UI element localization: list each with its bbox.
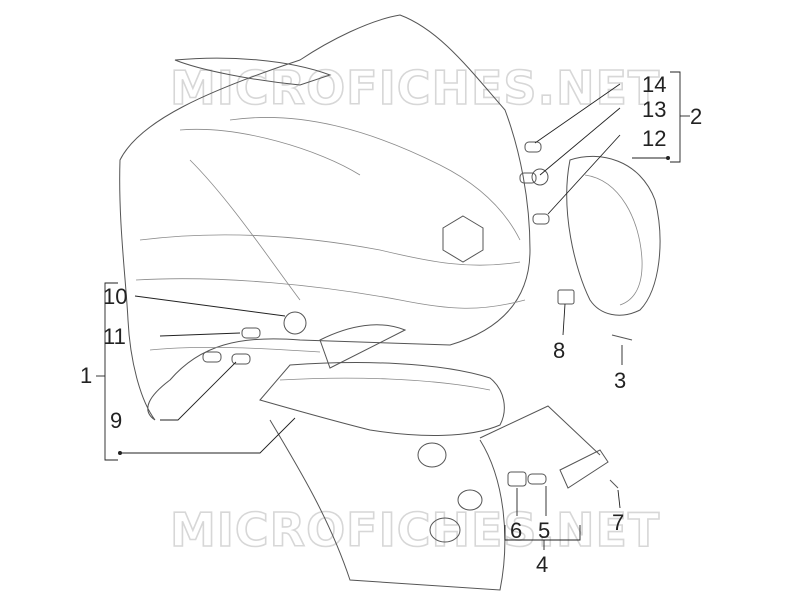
lamp-bulb-5 [527,473,547,485]
callout-12: 12 [642,126,666,151]
callout-8: 8 [553,338,565,363]
watermark-top: MICROFICHES.NET [170,61,660,115]
callout-14: 14 [642,72,666,97]
bulb-13b [531,168,549,186]
emblem-hexagon [442,215,484,263]
callout-9: 9 [110,408,122,433]
fender-hole [457,489,483,511]
callout-11: 11 [103,324,126,349]
callout-7: 7 [612,510,624,535]
bulb-9 [231,353,251,365]
bulb-12 [532,213,550,225]
rear-fender [269,419,506,591]
license-plate-light [479,405,619,489]
callout-10: 10 [103,284,127,309]
rear-body-shell [119,14,531,421]
callout-13: 13 [642,97,666,122]
callout-3: 3 [614,368,626,393]
watermark-bottom: MICROFICHES.NET [170,503,660,557]
tail-lamp-assembly [259,324,505,436]
callout-1: 1 [80,363,92,388]
screw-7 [609,479,619,489]
bulb-14 [524,141,542,153]
grab-rail [174,57,332,86]
bulb-10 [283,311,307,335]
bulbs [202,141,550,365]
turn-signal-lamp [566,155,661,316]
bulb-11b [202,351,222,363]
callout-4: 4 [536,552,548,577]
lamp-housing [319,324,407,369]
callout-2: 2 [690,104,702,129]
fender-hole [429,517,461,543]
fender-hole [417,442,447,468]
screw-3 [611,334,633,341]
callout-5: 5 [538,518,550,543]
clip-8 [557,289,575,305]
bulb-11 [241,327,261,339]
bulb-13 [519,172,537,184]
leader-lines [96,71,690,550]
callout-6: 6 [510,518,522,543]
lamp-socket-6 [507,471,527,487]
